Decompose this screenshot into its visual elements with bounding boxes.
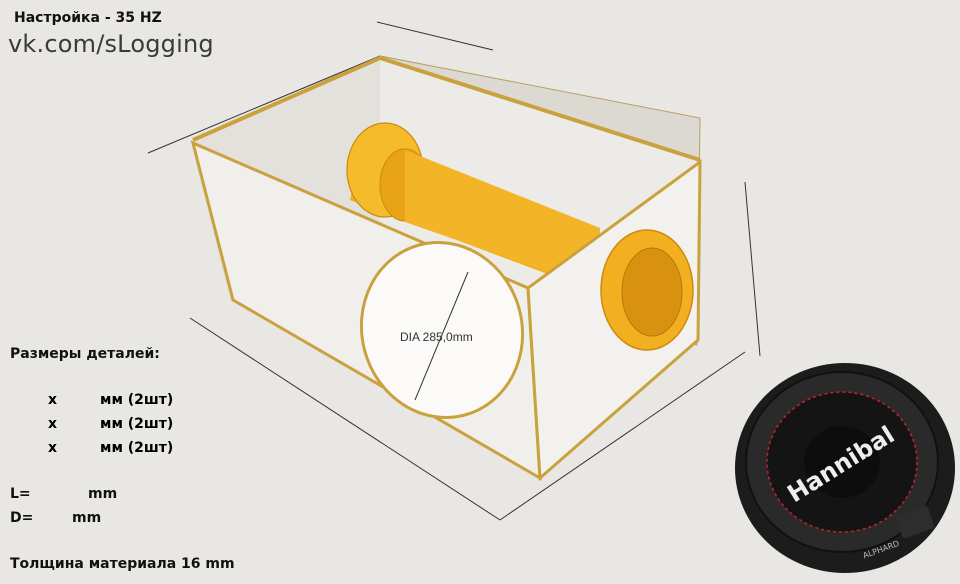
- port-tube-front: [405, 150, 600, 290]
- dimension-line-depth-bottom: [499, 351, 746, 521]
- length-label: L=: [10, 486, 31, 502]
- subwoofer-image: Hannibal ALPHARD: [735, 363, 955, 573]
- length-unit: mm: [88, 486, 118, 502]
- page-title: Настройка - 35 HZ: [14, 10, 162, 26]
- speaker-hole: [359, 241, 525, 419]
- dimension-line-depth-top: [147, 55, 381, 154]
- diameter-unit: mm: [72, 510, 102, 526]
- box-body: [190, 55, 702, 482]
- speaker-dustcap: [804, 426, 880, 498]
- parts-heading: Размеры деталей:: [10, 346, 160, 362]
- hole-diameter-label: DIA 285,0mm: [400, 330, 473, 344]
- part-row-unit: мм (2шт): [100, 392, 174, 408]
- part-row-times: x: [48, 392, 58, 408]
- part-row-times: x: [48, 440, 58, 456]
- material-thickness: Толщина материала 16 mm: [10, 556, 235, 572]
- port-tube: [346, 122, 610, 290]
- part-row-unit: мм (2шт): [100, 416, 174, 432]
- dimension-line-back-top: [376, 21, 494, 51]
- dimension-line-height: [744, 181, 761, 357]
- diameter-label: D=: [10, 510, 34, 526]
- part-row-unit: мм (2шт): [100, 440, 174, 456]
- top-rim: [192, 55, 701, 162]
- speaker-stitching: [766, 391, 918, 533]
- part-row-times: x: [48, 416, 58, 432]
- hole-diameter-line: [414, 271, 469, 401]
- dimension-line-width-bottom: [189, 317, 501, 521]
- watermark: vk.com/sLogging: [8, 30, 214, 58]
- speaker-terminal: [895, 505, 935, 539]
- port-opening-inner: [621, 247, 683, 337]
